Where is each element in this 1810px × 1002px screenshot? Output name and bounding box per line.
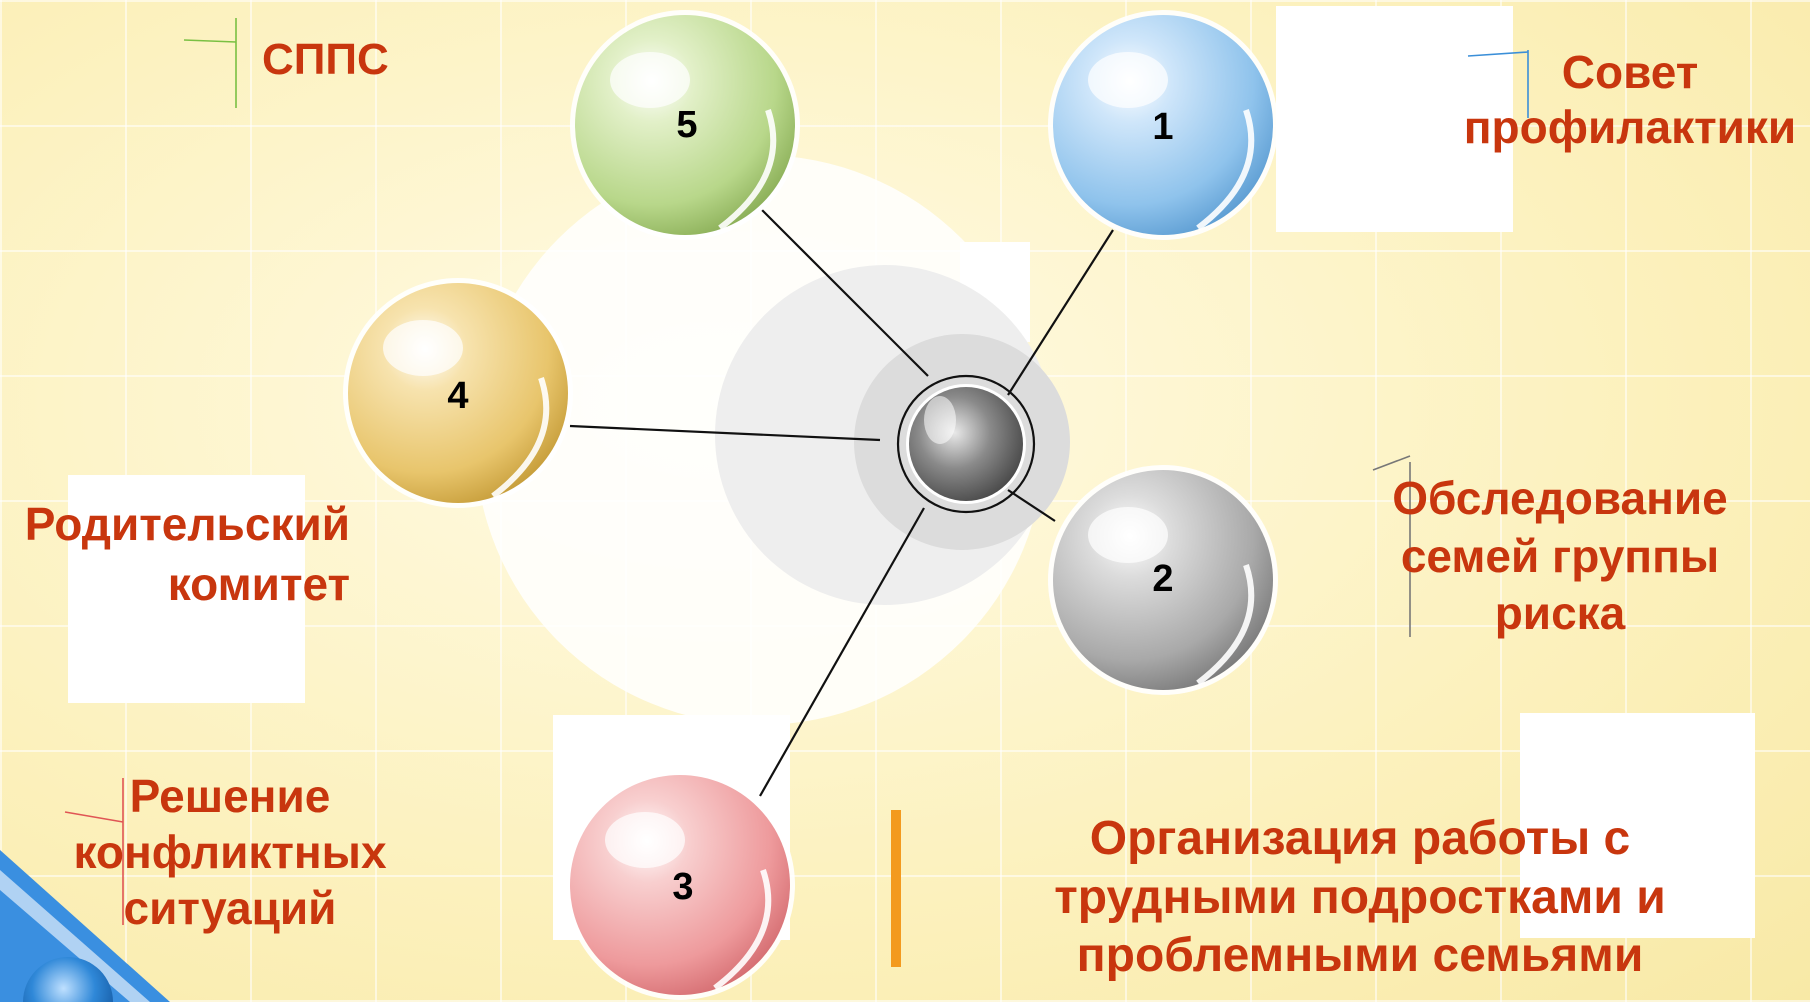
white-block bbox=[1520, 713, 1755, 938]
accent-bar bbox=[891, 810, 901, 967]
label-spps: СППС bbox=[262, 35, 389, 84]
main-title: Организация работы с трудными подросткам… bbox=[1054, 812, 1666, 983]
node-sphere-5 bbox=[570, 10, 800, 240]
node-sphere-1 bbox=[1048, 10, 1278, 240]
connector-5 bbox=[761, 209, 929, 377]
marker-line bbox=[64, 811, 124, 823]
node-sphere-3 bbox=[565, 770, 795, 1000]
corner-sphere bbox=[23, 957, 113, 1002]
connector-3 bbox=[759, 507, 925, 797]
node-sphere-4 bbox=[343, 278, 573, 508]
node-number-5: 5 bbox=[676, 104, 698, 146]
node-number-1: 1 bbox=[1152, 106, 1174, 148]
marker-line bbox=[1372, 455, 1411, 471]
marker-line bbox=[183, 39, 237, 43]
corner-stripe bbox=[0, 870, 150, 1002]
label-obsledovanie: Обследование семей группы риска bbox=[1392, 472, 1728, 639]
node-number-3: 3 bbox=[672, 866, 694, 908]
hub-highlight bbox=[924, 396, 956, 444]
label-sovet-profilaktiki: Совет профилактики bbox=[1463, 46, 1797, 154]
connector-1 bbox=[1007, 229, 1114, 396]
connector-2 bbox=[1007, 489, 1056, 522]
label-reshenie: Решение конфликтных ситуаций bbox=[73, 770, 387, 935]
hub-sphere bbox=[909, 387, 1023, 501]
white-block bbox=[68, 475, 305, 703]
node-number-2: 2 bbox=[1152, 558, 1174, 600]
node-sphere-2 bbox=[1048, 465, 1278, 695]
hub-ring bbox=[896, 374, 1036, 514]
white-block bbox=[1276, 6, 1513, 232]
marker-line bbox=[1467, 51, 1529, 57]
label-roditelsky-komitet: Родительский комитет bbox=[24, 498, 350, 610]
connector-4 bbox=[569, 424, 881, 442]
corner-decoration bbox=[0, 850, 170, 1002]
node-number-4: 4 bbox=[447, 375, 469, 417]
